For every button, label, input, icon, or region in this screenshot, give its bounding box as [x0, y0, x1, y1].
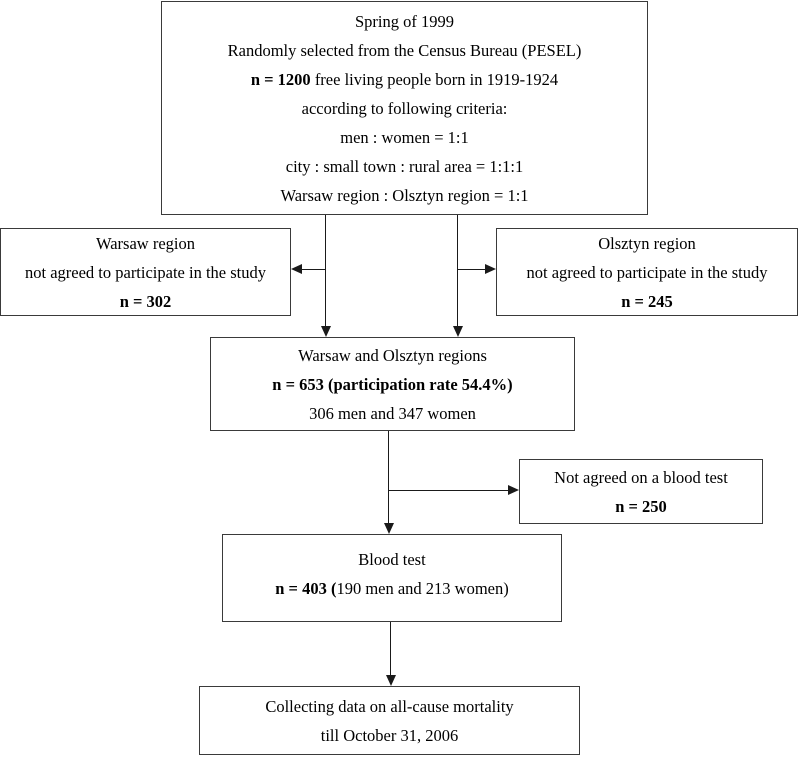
participants-line-3: 306 men and 347 women: [309, 403, 476, 423]
enrollment-line-3: n = 1200 free living people born in 1919…: [162, 65, 647, 94]
blood-refused-line-1: Not agreed on a blood test: [554, 467, 728, 487]
enrollment-line-3-count: n = 1200: [250, 69, 311, 89]
olsztyn-refused-line-1: Olsztyn region: [598, 233, 696, 253]
followup-line-2: till October 31, 2006: [320, 725, 459, 745]
enrollment-line-2: Randomly selected from the Census Bureau…: [227, 40, 582, 60]
enrollment-line-6: city : small town : rural area = 1:1:1: [285, 156, 524, 176]
connector-enrollment-right-stem: [457, 215, 458, 326]
node-warsaw-refused: Warsaw region not agreed to participate …: [0, 228, 291, 316]
blood-test-line-2: n = 403 (190 men and 213 women): [223, 574, 561, 603]
node-enrollment: Spring of 1999 Randomly selected from th…: [161, 1, 648, 215]
connector-blood-test-to-followup: [390, 622, 391, 675]
participants-line-1: Warsaw and Olsztyn regions: [298, 345, 487, 365]
warsaw-refused-count: n = 302: [119, 291, 172, 311]
arrowhead-to-followup: [385, 675, 396, 686]
blood-test-line-2-rest: 190 men and 213 women): [336, 579, 509, 598]
participants-line-2: n = 653 (participation rate 54.4%): [272, 374, 513, 394]
enrollment-line-1: Spring of 1999: [355, 11, 454, 31]
enrollment-line-4: according to following criteria:: [301, 98, 508, 118]
warsaw-refused-line-1: Warsaw region: [95, 233, 195, 253]
blood-test-count: n = 403 (: [275, 579, 337, 598]
enrollment-line-5: men : women = 1:1: [340, 127, 469, 147]
arrowhead-to-olsztyn-refused: [485, 264, 496, 274]
connector-enrollment-left-stem: [325, 215, 326, 326]
node-followup: Collecting data on all-cause mortality t…: [199, 686, 580, 755]
connector-enrollment-to-warsaw: [302, 269, 326, 270]
arrowhead-to-warsaw-refused: [291, 264, 302, 274]
enrollment-line-7: Warsaw region : Olsztyn region = 1:1: [280, 185, 529, 205]
connector-to-blood-refused: [388, 490, 508, 491]
node-participants: Warsaw and Olsztyn regions n = 653 (part…: [210, 337, 575, 431]
arrowhead-enrollment-right-to-participants: [452, 326, 463, 337]
warsaw-refused-line-2: not agreed to participate in the study: [24, 262, 266, 282]
connector-participants-to-blood-test: [388, 431, 389, 523]
blood-refused-count: n = 250: [615, 496, 667, 516]
connector-enrollment-to-olsztyn: [457, 269, 485, 270]
node-blood-refused: Not agreed on a blood test n = 250: [519, 459, 763, 524]
followup-line-1: Collecting data on all-cause mortality: [265, 696, 514, 716]
node-blood-test: Blood test n = 403 (190 men and 213 wome…: [222, 534, 562, 622]
arrowhead-enrollment-left-to-participants: [320, 326, 331, 337]
enrollment-line-3-rest: free living people born in 1919-1924: [310, 69, 559, 89]
olsztyn-refused-count: n = 245: [621, 291, 673, 311]
arrowhead-to-blood-refused: [508, 485, 519, 495]
blood-test-line-1: Blood test: [358, 550, 426, 569]
arrowhead-to-blood-test: [383, 523, 394, 534]
node-olsztyn-refused: Olsztyn region not agreed to participate…: [496, 228, 798, 316]
olsztyn-refused-line-2: not agreed to participate in the study: [526, 262, 768, 282]
